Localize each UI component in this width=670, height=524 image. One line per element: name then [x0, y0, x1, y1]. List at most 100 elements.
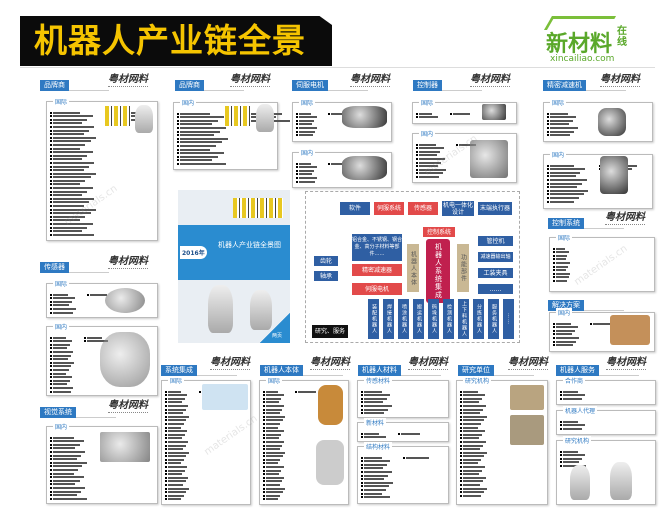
list-item	[50, 176, 91, 179]
list-item	[546, 116, 577, 119]
list-item	[552, 251, 570, 254]
list-item	[360, 401, 384, 404]
list-item	[460, 404, 486, 407]
panel-label: 传感材料	[364, 376, 393, 385]
list-text	[361, 431, 420, 440]
list-item	[84, 336, 102, 339]
industry-chain-diagram: 软件 伺服系统 传感器 机电一体化设计 末端执行器 控制系统 铝合金、不锈钢、钢…	[305, 191, 520, 343]
material-new-panel: 新材料	[357, 418, 449, 442]
material-drive-panel: 传感材料	[357, 376, 449, 418]
list-item	[49, 197, 95, 200]
list-item	[50, 169, 84, 172]
list-item	[415, 150, 441, 153]
panel-label: 国际	[556, 233, 573, 242]
list-item	[164, 437, 183, 440]
list-item	[460, 422, 481, 425]
list-item	[263, 480, 282, 483]
panel-label: 国际	[299, 98, 316, 107]
list-item	[360, 412, 385, 415]
list-item	[590, 322, 617, 325]
list-item	[50, 476, 84, 479]
list-item	[546, 186, 578, 189]
list-item	[50, 472, 74, 475]
list-item	[262, 422, 281, 425]
section-servo: 伺服电机	[292, 80, 368, 91]
list-item	[49, 361, 75, 364]
list-text	[553, 321, 617, 348]
list-item	[552, 254, 568, 257]
list-item	[546, 134, 571, 137]
list-item	[460, 433, 482, 436]
node-materials: 铝合金、不锈钢、钢合金、高分子材料等部件……	[352, 234, 402, 261]
list-item	[50, 479, 80, 482]
list-item	[296, 180, 315, 183]
list-item	[49, 383, 68, 386]
list-item	[50, 304, 69, 307]
list-item	[296, 173, 312, 176]
list-item	[50, 129, 89, 132]
list-item	[553, 329, 575, 332]
section-vision: 视觉系统	[40, 407, 116, 418]
list-item	[50, 358, 68, 361]
brand-mark: 粤材网料	[605, 212, 645, 225]
panel-label: 国内	[299, 148, 316, 157]
node-robot-type: 上下料机器人	[458, 299, 469, 339]
list-item	[460, 455, 484, 458]
list-item	[547, 119, 573, 122]
node-mechatronics: 机电一体化设计	[442, 201, 474, 216]
section-brand-1: 品牌商	[40, 80, 109, 91]
list-item	[450, 112, 470, 115]
list-item	[49, 143, 86, 146]
list-item	[164, 491, 187, 494]
list-item	[460, 390, 478, 393]
section-research: 研究单位	[458, 365, 534, 376]
list-item	[547, 130, 574, 133]
list-item	[50, 368, 69, 371]
robots-image	[105, 106, 131, 126]
section-reducer: 精密减速机	[543, 80, 626, 91]
list-item	[49, 372, 67, 375]
list-item	[165, 469, 185, 472]
list-item	[49, 450, 86, 453]
panel-label: 国内	[180, 98, 197, 107]
list-item	[50, 490, 81, 493]
list-item	[49, 179, 86, 182]
list-item	[49, 486, 86, 489]
list-text	[164, 389, 222, 502]
logo[interactable]: 新材料 在线 xincailiao.com	[540, 14, 635, 64]
list-item	[296, 162, 311, 165]
list-item	[262, 404, 285, 407]
panel-label: 国际	[168, 376, 185, 385]
list-item	[296, 116, 317, 119]
list-item	[262, 433, 282, 436]
list-item	[547, 175, 576, 178]
robots-image	[233, 198, 283, 218]
section-service: 机器人服务	[556, 365, 639, 376]
list-item	[49, 336, 67, 339]
list-item	[50, 497, 87, 500]
list-item	[50, 115, 93, 118]
list-item	[49, 136, 97, 139]
page-title: 机器人产业链全景图	[20, 16, 332, 66]
list-item	[560, 420, 578, 423]
list-item	[50, 440, 84, 443]
list-item	[50, 194, 82, 197]
list-item	[460, 444, 483, 447]
list-item	[553, 322, 571, 325]
list-item	[295, 390, 316, 393]
list-item	[262, 494, 281, 497]
list-item	[49, 340, 73, 343]
list-item	[49, 190, 88, 193]
reducer-image	[600, 156, 628, 194]
list-item	[164, 473, 183, 476]
list-text	[295, 111, 351, 138]
list-item	[460, 480, 483, 483]
list-item	[49, 468, 79, 471]
list-item	[50, 201, 89, 204]
list-text	[360, 389, 392, 416]
list-item	[263, 401, 279, 404]
list-item	[296, 134, 313, 137]
list-item	[361, 397, 387, 400]
service-robot-image	[570, 465, 590, 500]
panel-label: 国际	[53, 279, 70, 288]
